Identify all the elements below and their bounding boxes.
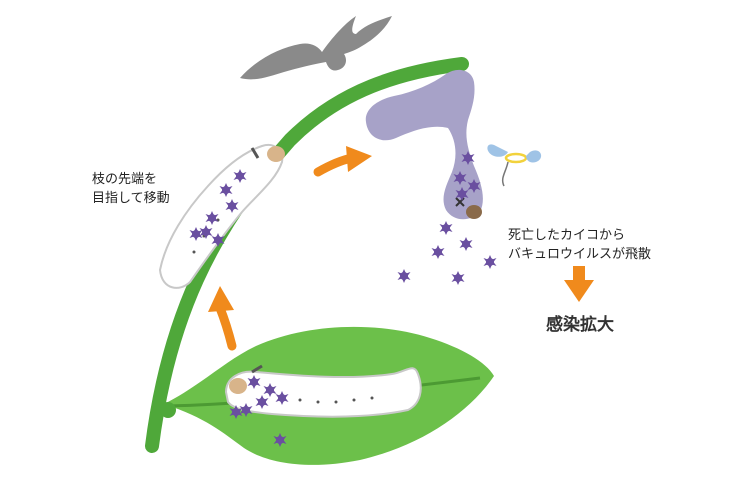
larva-icon bbox=[158, 144, 285, 289]
arrow-icon bbox=[208, 286, 237, 351]
virus-icon bbox=[459, 237, 473, 251]
climb-caption: 枝の先端を 目指して移動 bbox=[92, 170, 170, 208]
bird-icon bbox=[240, 16, 392, 80]
death-caption-line1: 死亡したカイコから bbox=[508, 228, 626, 243]
virus-icon bbox=[397, 269, 411, 283]
virus-icon bbox=[439, 221, 453, 235]
arrow-icon bbox=[564, 266, 594, 302]
death-caption: 死亡したカイコから バキュロウイルスが飛散 bbox=[508, 226, 651, 264]
virus-icon bbox=[451, 271, 465, 285]
spirit-icon bbox=[487, 144, 542, 187]
larva-icon bbox=[224, 364, 422, 418]
death-caption-line2: バキュロウイルスが飛散 bbox=[508, 247, 652, 262]
result-caption: 感染拡大 bbox=[546, 315, 614, 335]
climb-caption-line2: 目指して移動 bbox=[92, 191, 170, 206]
virus-icon bbox=[431, 245, 445, 259]
virus-icon bbox=[483, 255, 497, 269]
climb-caption-line1: 枝の先端を bbox=[92, 172, 158, 187]
arrow-icon bbox=[313, 146, 372, 177]
